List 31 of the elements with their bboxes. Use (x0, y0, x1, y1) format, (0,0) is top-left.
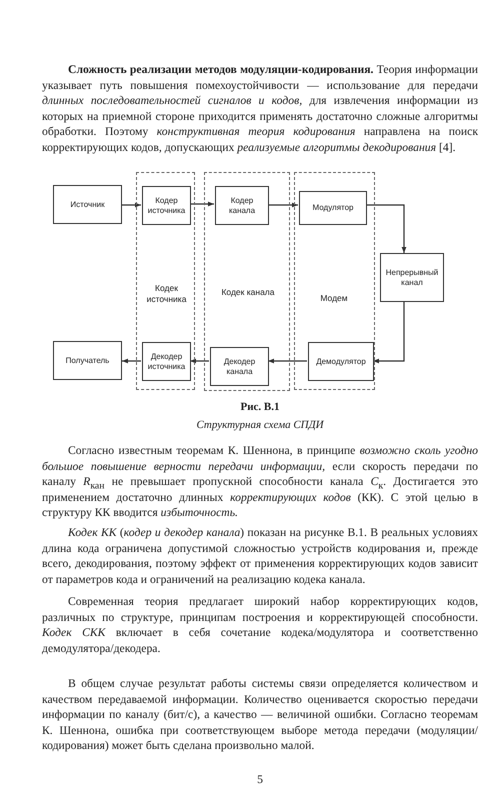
figure-caption: Структурная схема СПДИ (195, 418, 325, 433)
paragraph: Кодек КК (кодер и декодер канала) показан на рисунке В.1. В реальных условиях длина кода ограничена допустимой сложностью устройств кодирования и, прежде всего, декодирования, поэтому эффект от применения корректирующих кодов зависит от параметров кода и ограничений на реализацию кодека канала. (42, 525, 478, 588)
page-number: 5 (256, 772, 264, 788)
group-label: Кодек источника (146, 283, 188, 304)
process-box: Декодер канала (210, 347, 269, 386)
arrow (122, 358, 141, 364)
process-box: Источник (53, 185, 122, 224)
process-box: Получатель (53, 341, 122, 380)
dashed-group-box (294, 172, 375, 390)
arrow (122, 202, 141, 208)
arrow (190, 358, 209, 364)
process-box: Демодулятор (308, 342, 374, 381)
arrow (366, 204, 406, 253)
figure-number: Рис. В.1 (239, 400, 281, 415)
paragraph: Сложность реализации методов модуляции-кодирования. Теория информации указывает путь повышения помехоустойчивости — использование для передачи длинных последовательностей сигналов и кодов, для извлечения информации из которых на приемной стороне приходится применять достаточно сложные алгоритмы обработки. Поэтому конструктивная теория кодирования направлена на поиск корректирующих кодов, допускающих реализуемые алгоритмы декодирования [4]. (42, 62, 478, 156)
process-box: Модулятор (299, 191, 367, 225)
process-box: Кодер источника (142, 186, 191, 225)
process-box: Непрерывный канал (380, 253, 444, 302)
paragraph: В общем случае результат работы системы связи определяется количеством и качеством передаваемой информации. Количество оценивается скоростью передачи информации по каналу (бит/с), а качество — величиной ошибки. Согласно теоремам К. Шеннона, ошибка при соответствующем выборе метода передачи (модуляции/кодирования) может быть сделана произвольно малой. (42, 676, 478, 754)
arrow (190, 202, 214, 206)
group-label: Кодек канала (220, 287, 276, 298)
paragraph: Современная теория предлагает широкий набор корректирующих кодов, различных по структуре, принципам построения и корректирующей способности. Кодек СКК включает в себя сочетание кодека/модулятора и соответственно демодулятора/декодера. (42, 594, 478, 656)
arrow (373, 302, 405, 364)
dashed-group-box (204, 172, 290, 391)
paragraph: Согласно известным теоремам К. Шеннона, в принципе возможно сколь угодно большое повышение верности передачи информации, если скорость передачи по каналу R$_{кан}$ не превышает пропускной способности канала C$_{к}$. Достигается это применением достаточно длинных корректирующих кодов (КК). С этой целью в структуру КК вводится избыточность. (42, 443, 478, 521)
process-box: Декодер источника (142, 342, 191, 381)
arrow (268, 202, 298, 208)
dashed-group-box (136, 172, 195, 390)
arrow (268, 358, 307, 364)
group-label: Модем (319, 293, 349, 304)
process-box: Кодер канала (215, 186, 269, 225)
